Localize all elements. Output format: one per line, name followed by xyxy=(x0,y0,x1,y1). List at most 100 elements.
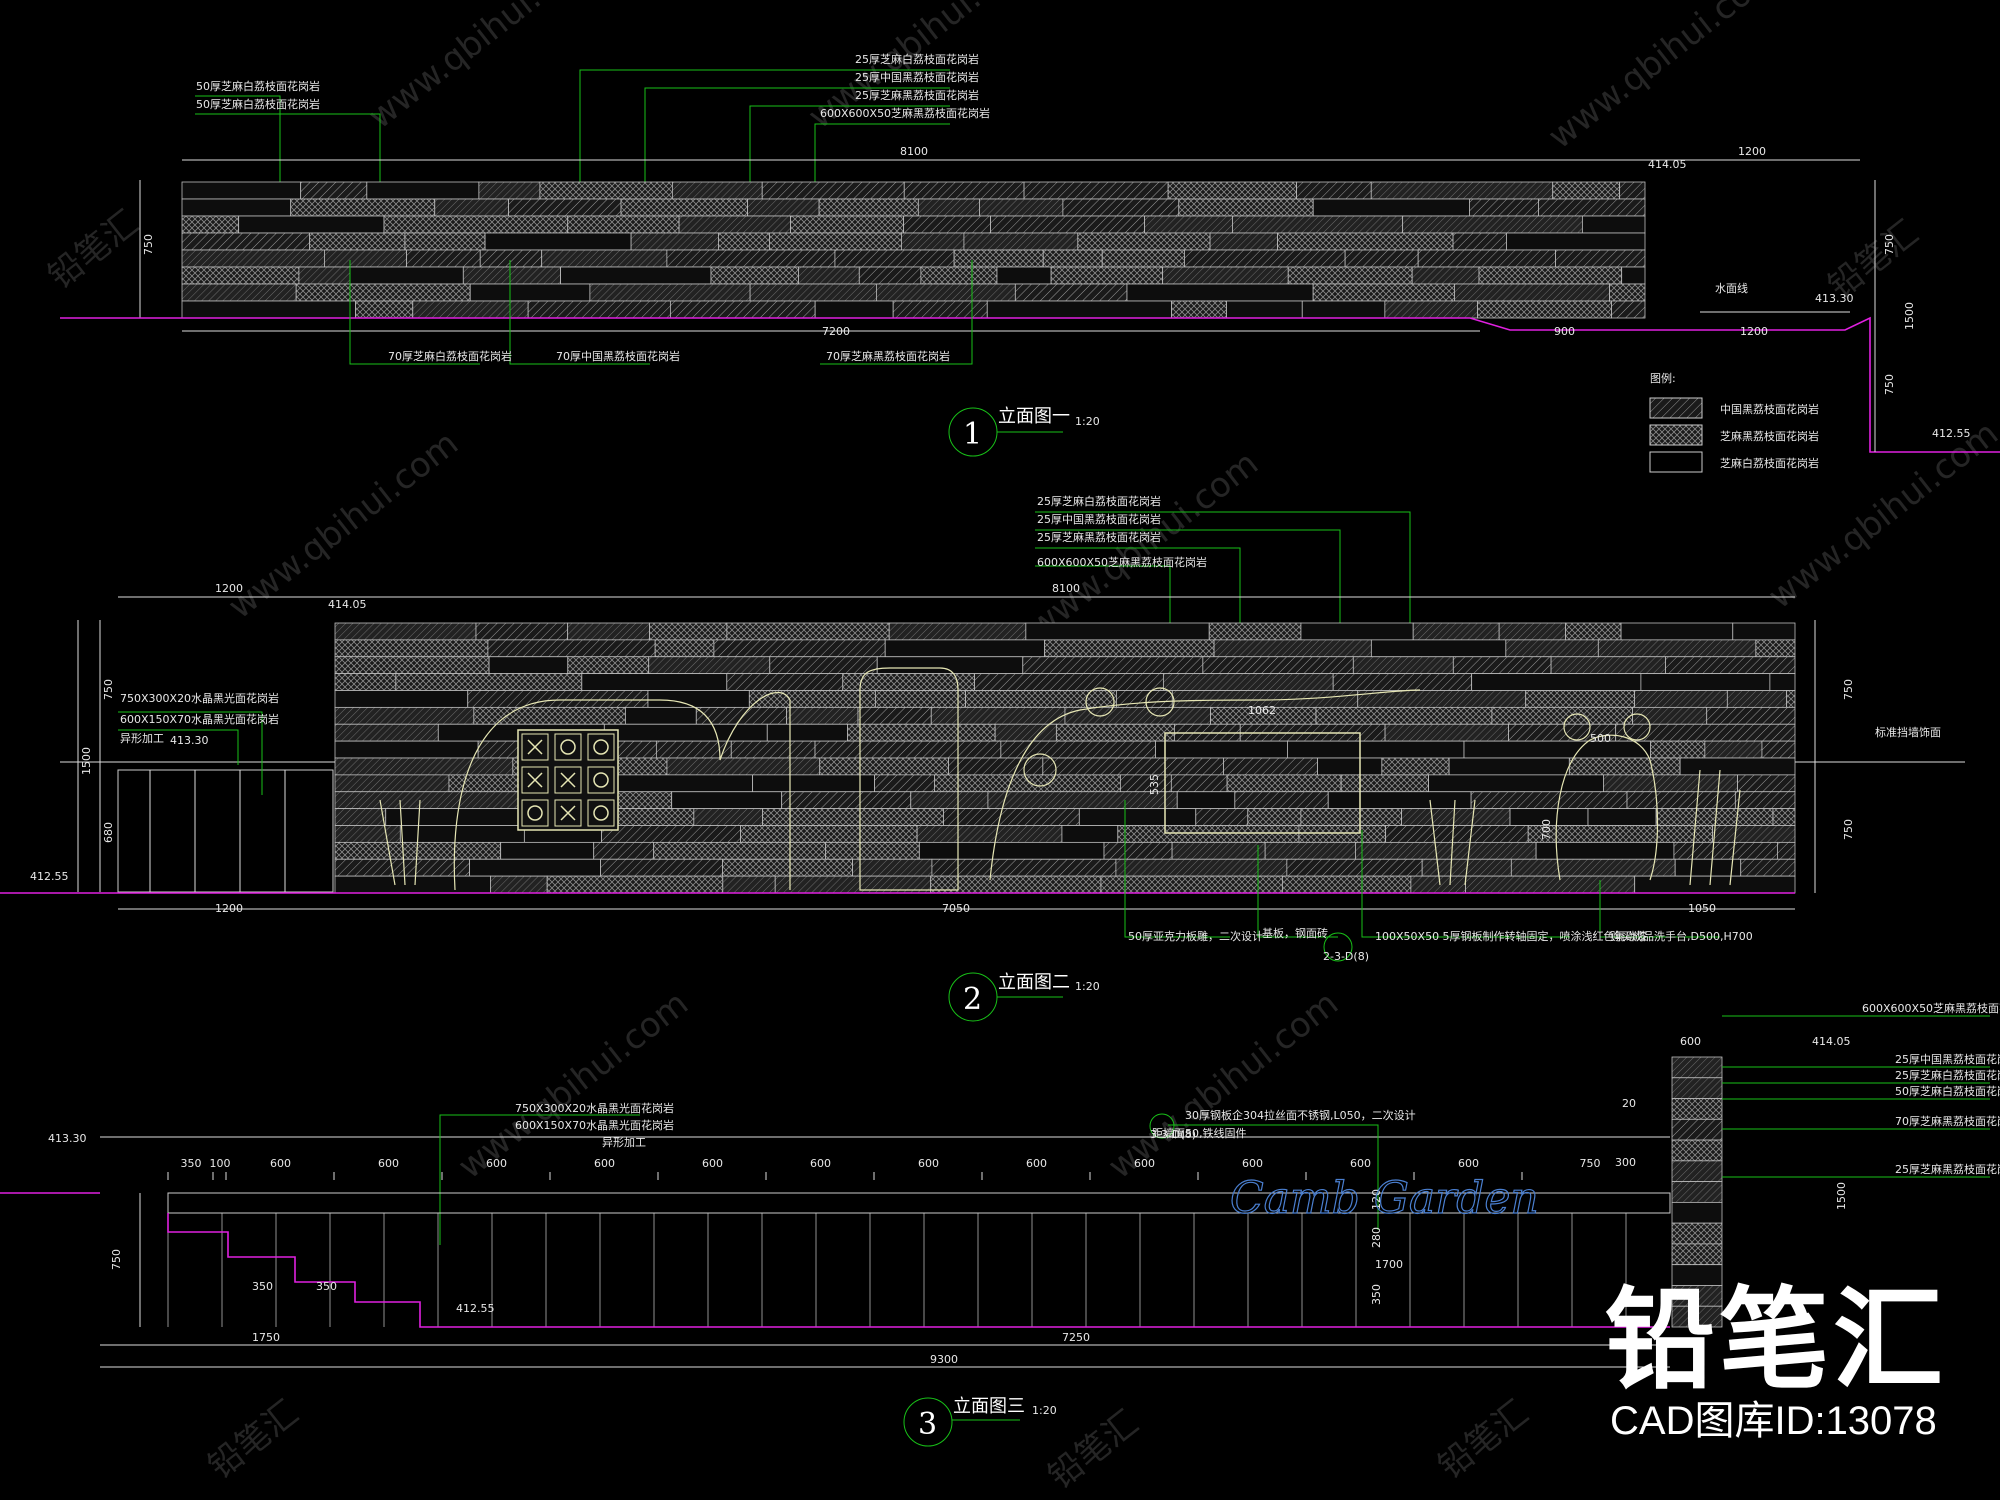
game-cell xyxy=(554,766,582,794)
door-shape xyxy=(859,667,959,891)
stone-block xyxy=(1755,639,1796,658)
dim-v3-120: 120 xyxy=(1370,1189,1383,1210)
stone-block xyxy=(488,656,569,675)
stone-block xyxy=(726,622,890,641)
watermark-url: www.qbihui.com xyxy=(361,0,606,137)
stone-block xyxy=(462,266,561,285)
stone-block xyxy=(1042,757,1224,776)
stone-block xyxy=(334,690,469,708)
ornament-circle xyxy=(1145,687,1175,717)
stone-block xyxy=(1505,639,1599,658)
stone-block xyxy=(1296,181,1372,200)
stone-block xyxy=(934,774,1121,793)
stone-block xyxy=(740,825,918,843)
leader-line xyxy=(820,260,973,365)
stone-block xyxy=(1300,622,1414,641)
stone-block xyxy=(749,283,877,302)
stone-block xyxy=(1213,639,1372,658)
stone-block xyxy=(1478,266,1623,285)
stone-block xyxy=(990,215,1146,234)
stone-block xyxy=(334,808,387,826)
note-v1-bottom-3: 70厚芝麻黑荔枝面花岗岩 xyxy=(826,349,950,363)
view-scale-1: 1:20 xyxy=(1075,415,1100,428)
stone-block xyxy=(1120,774,1172,793)
stone-block xyxy=(814,740,1002,759)
game-cell xyxy=(521,799,549,827)
stone-block xyxy=(601,825,741,843)
stone-block xyxy=(1448,757,1570,776)
stone-block xyxy=(475,622,569,641)
o-mark-icon xyxy=(527,805,543,821)
dim-v3-step-2: 350 xyxy=(316,1280,337,1293)
stone-block xyxy=(1597,639,1757,658)
o-mark-icon xyxy=(593,772,609,788)
dim-v3-top-value: 100 xyxy=(210,1157,231,1170)
stone-block xyxy=(825,841,920,860)
note-v3-top-1: 750X300X20水晶黑光面花岗岩 xyxy=(515,1101,674,1115)
stone-block xyxy=(181,283,297,302)
stone-block xyxy=(722,875,776,894)
stone-block xyxy=(1171,841,1266,860)
stone-block xyxy=(334,706,475,725)
stone-block xyxy=(1619,181,1646,200)
stone-block xyxy=(1565,622,1622,641)
stone-block xyxy=(469,283,591,302)
stone-block xyxy=(1634,875,1796,894)
stone-block xyxy=(876,283,1016,302)
stone-block xyxy=(1061,825,1119,843)
stone-block xyxy=(1401,808,1511,826)
leader-line xyxy=(1035,529,1341,645)
stone-block xyxy=(181,181,302,200)
stone-block xyxy=(593,841,655,860)
game-cell xyxy=(554,733,582,761)
stone-block xyxy=(1355,841,1537,860)
stone-block xyxy=(1673,841,1778,860)
stone-block xyxy=(181,198,292,217)
leader-line xyxy=(118,711,263,795)
stone-block xyxy=(653,841,827,860)
dim-v3-bottom-2: 7250 xyxy=(1062,1331,1090,1344)
dim-v2-right-750: 750 xyxy=(1842,679,1855,700)
stone-block xyxy=(1761,740,1796,759)
x-mark-icon xyxy=(527,739,543,755)
note-v3-rail-2: 距墙面50,铁线固件 xyxy=(1152,1126,1247,1140)
stone-block xyxy=(1344,249,1419,268)
stone-block xyxy=(1611,300,1646,319)
stone-block xyxy=(1671,1139,1723,1162)
stone-block xyxy=(500,841,595,860)
stone-block xyxy=(334,858,471,877)
game-board xyxy=(517,729,619,831)
stone-block xyxy=(412,300,529,319)
stone-block xyxy=(630,232,719,251)
dim-v3-top-value: 600 xyxy=(702,1157,723,1170)
stone-block xyxy=(1525,690,1635,708)
stone-block xyxy=(752,774,876,793)
stone-block xyxy=(1655,808,1774,826)
stone-block xyxy=(1469,198,1539,217)
stone-block xyxy=(918,841,1105,860)
leader-line xyxy=(1035,511,1411,645)
dim-v3-top-value: 600 xyxy=(1134,1157,1155,1170)
stone-block xyxy=(1103,841,1173,860)
dim-v2-top: 8100 xyxy=(1052,582,1080,595)
stone-block xyxy=(1555,249,1646,268)
stone-block xyxy=(666,249,836,268)
note-v1-top-2: 25厚中国黑荔枝面花岗岩 xyxy=(855,70,979,84)
stone-block xyxy=(857,706,932,725)
stone-block xyxy=(473,706,626,725)
display-panel xyxy=(1164,732,1361,834)
dim-v3-step-1: 350 xyxy=(252,1280,273,1293)
stone-block xyxy=(647,690,750,708)
stone-block xyxy=(654,639,715,658)
stone-block xyxy=(1384,300,1479,319)
game-cell xyxy=(521,766,549,794)
dim-v2-window: 1062 xyxy=(1248,704,1276,717)
snake-shape xyxy=(989,689,1421,881)
dim-v3-20: 20 xyxy=(1622,1097,1636,1110)
leader-line xyxy=(1124,800,1230,938)
stone-block xyxy=(1352,656,1454,675)
leader-line xyxy=(579,69,950,195)
note-v3-top-3: 异形加工 xyxy=(602,1136,646,1149)
dim-v3-top-value: 600 xyxy=(1242,1157,1263,1170)
